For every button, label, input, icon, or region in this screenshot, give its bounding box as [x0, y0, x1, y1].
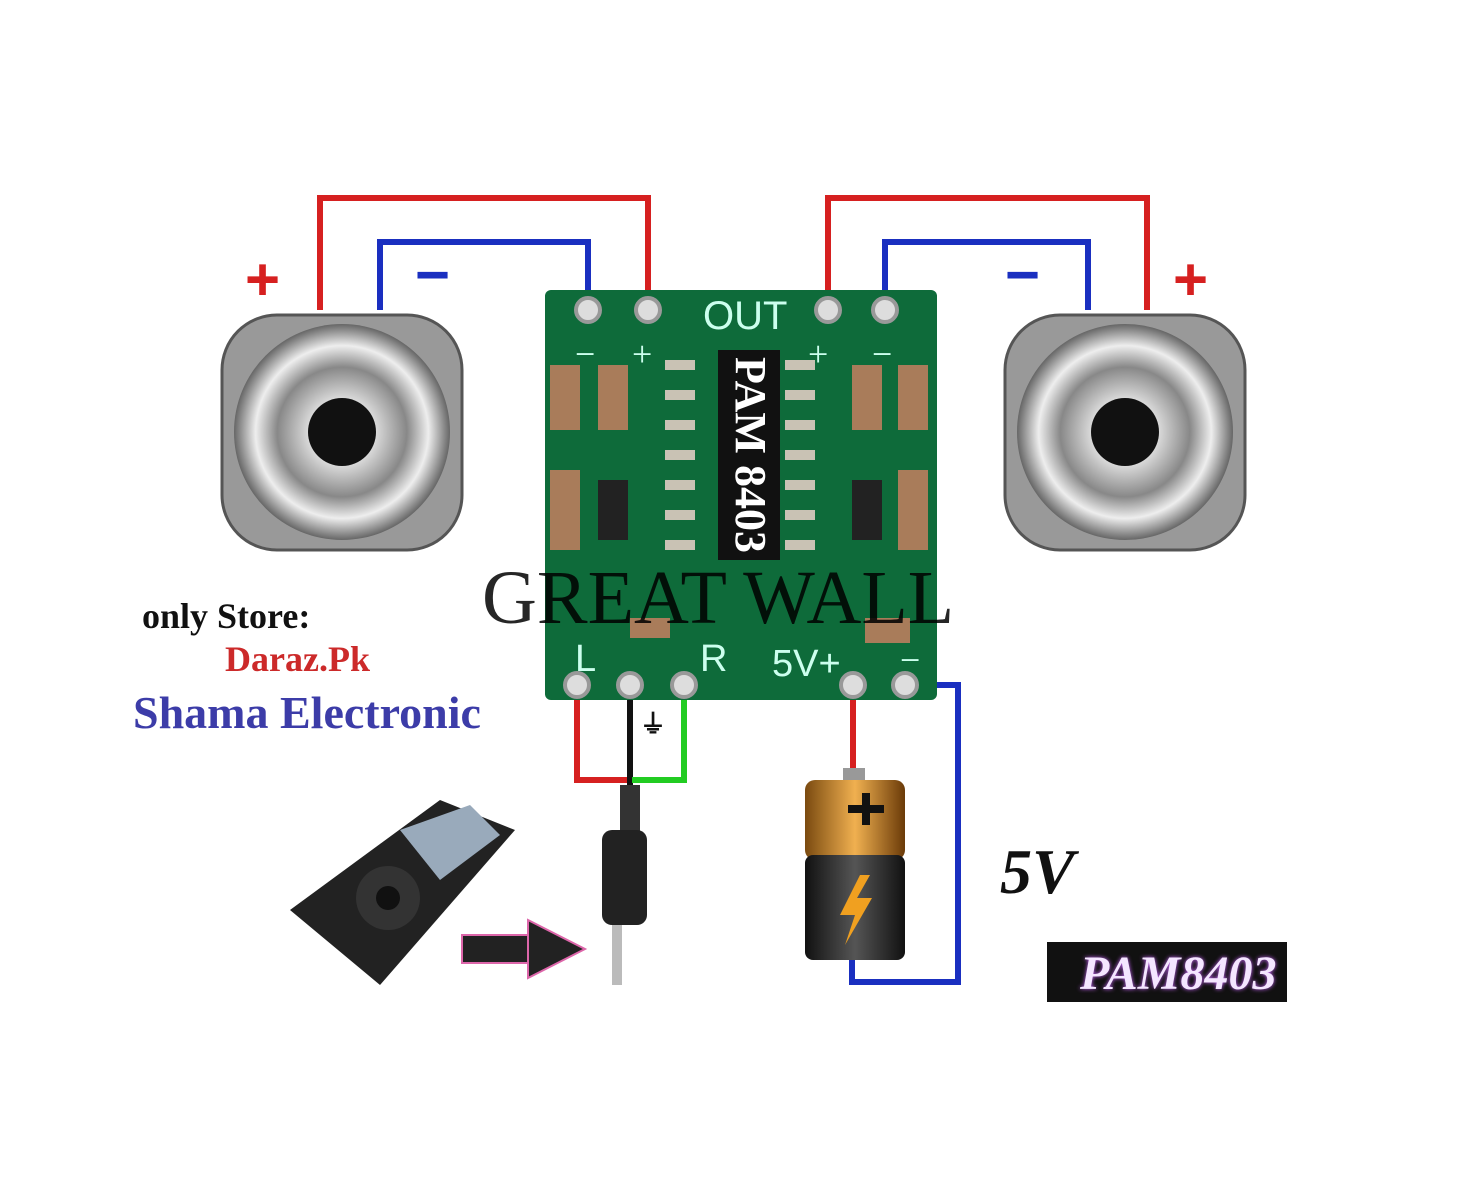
voltage-label: 5V [1000, 836, 1075, 907]
power-minus-label: − [900, 640, 921, 680]
input-arrow [461, 918, 588, 980]
input-right-wire [632, 685, 687, 783]
left-speaker-plus: + [245, 246, 281, 313]
battery [805, 768, 905, 960]
power-label: 5V+ [772, 643, 841, 685]
right-speaker [1003, 313, 1247, 552]
right-negative-wire [882, 239, 1091, 310]
right-positive-wire [825, 195, 1150, 310]
store-name: Daraz.Pk [225, 639, 370, 679]
chip-label: PAM 8403 [726, 357, 775, 553]
audio-jack [602, 785, 647, 985]
left-input-label: L [575, 638, 597, 680]
store-label: only Store: [142, 596, 311, 636]
board-minus-right: − [872, 334, 893, 374]
left-negative-wire [377, 239, 591, 310]
right-input-label: R [700, 638, 728, 680]
product-badge: PAM8403 [1080, 947, 1277, 1000]
badge-background [1047, 942, 1287, 1002]
input-left-wire [574, 685, 628, 783]
board-plus-right: + [808, 334, 829, 374]
left-speaker-minus: − [415, 241, 451, 308]
board-plus-left: + [632, 334, 653, 374]
right-speaker-minus: − [1005, 241, 1041, 308]
left-positive-wire [317, 195, 651, 310]
ground-symbol: ⏚ [640, 710, 667, 739]
power-negative-wire [849, 682, 961, 985]
right-speaker-plus: + [1173, 246, 1209, 313]
pcb-board [545, 290, 937, 700]
music-player [290, 800, 515, 985]
watermark: GREAT WALL [482, 556, 955, 640]
left-speaker [220, 313, 464, 552]
shop-name: Shama Electronic [133, 687, 481, 738]
out-label: OUT [703, 294, 788, 338]
board-minus-left: − [575, 334, 596, 374]
wires [317, 195, 1150, 985]
